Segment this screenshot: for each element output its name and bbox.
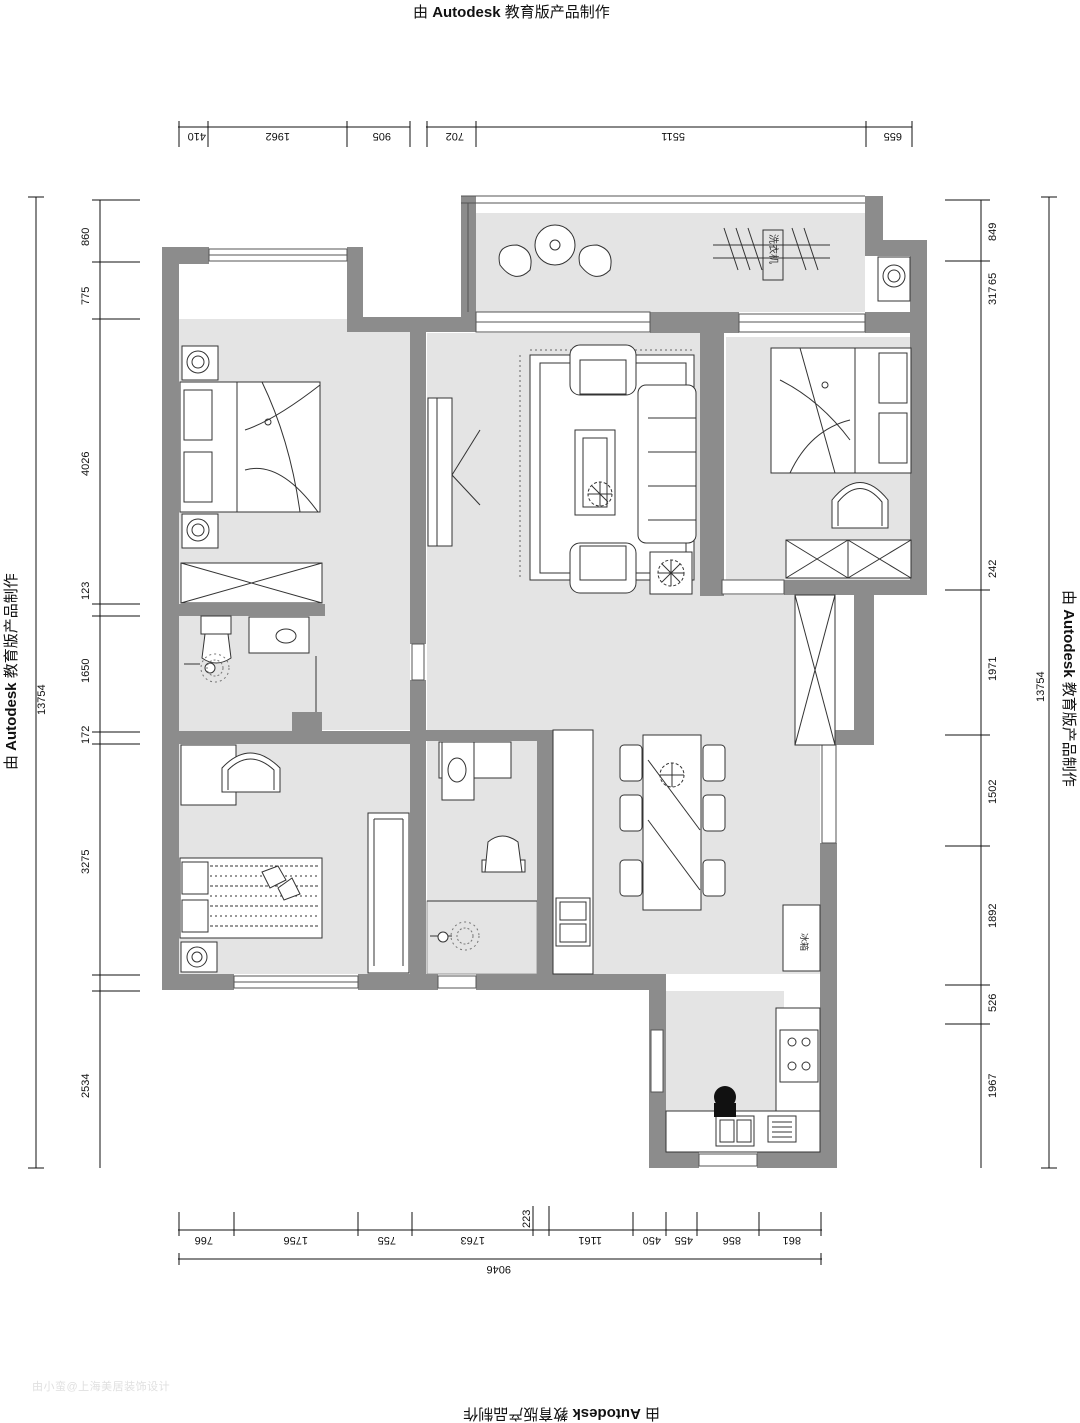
dim-bottom-4: 1161: [578, 1234, 602, 1246]
living-room: [519, 344, 697, 595]
svg-text:由 Autodesk 教育版产品制作: 由 Autodesk 教育版产品制作: [1060, 590, 1077, 787]
dim-bottom-1: 1756: [284, 1234, 308, 1246]
clothes-drying-rack: [713, 227, 830, 271]
dining-table: [642, 734, 702, 911]
bathroom-left: [184, 615, 317, 712]
nightstand-bottom-left: [180, 941, 218, 973]
dim-right-4: 1971: [987, 657, 999, 681]
sofa: [637, 384, 697, 544]
dim-right-2: 65: [987, 273, 999, 285]
kitchen-sink: [715, 1115, 755, 1147]
svg-text:由 Autodesk 教育版产品制作: 由 Autodesk 教育版产品制作: [3, 573, 20, 770]
round-table: [534, 224, 576, 266]
dim-left-1: 775: [80, 287, 92, 305]
dining-chair: [619, 744, 643, 782]
dim-bottom-0: 766: [195, 1234, 213, 1246]
sink-left: [248, 616, 310, 654]
plant-coffee-table: [587, 481, 613, 507]
balcony-chair: [498, 244, 532, 277]
dim-right-total: 13754: [1035, 671, 1047, 702]
double-sink: [555, 897, 591, 947]
dim-left-4: 1650: [80, 659, 92, 683]
person-figure: [714, 1086, 736, 1108]
dim-bottom-8: 861: [783, 1234, 801, 1246]
toilet-left-tank: [200, 615, 232, 635]
dim-left-5: 172: [80, 726, 92, 744]
bedroom-right: [770, 347, 912, 579]
dim-right-6: 1892: [987, 904, 999, 928]
watermark-right: 由 Autodesk 教育版产品制作: [1060, 590, 1077, 787]
dim-bottom-extra: 223: [521, 1210, 533, 1228]
sink-middle: [441, 741, 475, 801]
range-hood: [767, 1115, 797, 1143]
image-credit: 由小蛮@上海美居装饰设计: [32, 1381, 171, 1393]
fridge-label: 冰箱: [799, 933, 810, 951]
dim-top-4: 5511: [661, 130, 685, 142]
dim-bottom-6: 455: [675, 1234, 693, 1246]
shower-head-left: [184, 653, 230, 683]
dim-top-2: 905: [373, 130, 391, 142]
dim-right-1: 317: [987, 287, 999, 305]
dim-bottom-3: 1763: [461, 1234, 485, 1246]
dim-right-3: 242: [987, 560, 999, 578]
coffee-table: [574, 429, 616, 516]
armchair-living-top: [569, 344, 637, 396]
washing-machine: [877, 256, 911, 302]
dim-left-3: 123: [80, 582, 92, 600]
watermark-top: 由 Autodesk 教育版产品制作: [413, 4, 610, 21]
dim-top-3: 702: [446, 130, 464, 142]
bedroom-bottom-left: [179, 744, 410, 974]
dim-right-7: 526: [987, 994, 999, 1012]
dim-left-0: 860: [80, 228, 92, 246]
dim-left-2: 4026: [80, 452, 92, 476]
dim-right-5: 1502: [987, 780, 999, 804]
dim-bottom-2: 755: [378, 1234, 396, 1246]
watermark-bottom: 由 Autodesk 教育版产品制作: [463, 1405, 660, 1422]
bathroom-middle: [427, 397, 537, 951]
dimension-right: 849 317 65 242 1971 1502 1892 526 1967 1…: [945, 196, 1057, 1169]
dim-right-8: 1967: [987, 1074, 999, 1098]
dim-bottom-7: 856: [723, 1234, 741, 1246]
dim-top-1: 1962: [266, 130, 290, 142]
dim-left-6: 3275: [80, 850, 92, 874]
dim-top-0: 410: [188, 130, 206, 142]
dim-left-total: 13754: [36, 684, 48, 715]
shoe-cabinet: [427, 397, 453, 547]
dim-bottom-total: 9046: [487, 1263, 511, 1275]
svg-text:由 Autodesk 教育版产品制作: 由 Autodesk 教育版产品制作: [463, 1405, 660, 1422]
wardrobe-bottom-left: [367, 812, 410, 974]
dim-right-0: 849: [987, 223, 999, 241]
fridge: [782, 904, 821, 972]
balcony: 洗衣机: [498, 224, 911, 302]
dim-bottom-5: 450: [643, 1234, 661, 1246]
kitchen: [665, 1007, 821, 1153]
gas-stove: [779, 1029, 819, 1083]
windows: [208, 195, 866, 1167]
dimension-left: 860 775 4026 123 1650 172 3275 2534 1375…: [28, 196, 140, 1169]
dim-top-5: 655: [884, 130, 902, 142]
watermark-left: 由 Autodesk 教育版产品制作: [3, 573, 20, 770]
bedroom-top-left: [179, 345, 323, 604]
dimension-top: 410 1962 905 702 5511 655: [178, 121, 913, 147]
dimension-bottom: 766 1756 755 1763 1161 450 455 856 861 2…: [178, 1206, 822, 1275]
dim-left-7: 2534: [80, 1074, 92, 1098]
dining-area: 冰箱: [552, 594, 836, 975]
floor-balcony: [476, 213, 865, 312]
washer-label: 洗衣机: [767, 234, 780, 264]
